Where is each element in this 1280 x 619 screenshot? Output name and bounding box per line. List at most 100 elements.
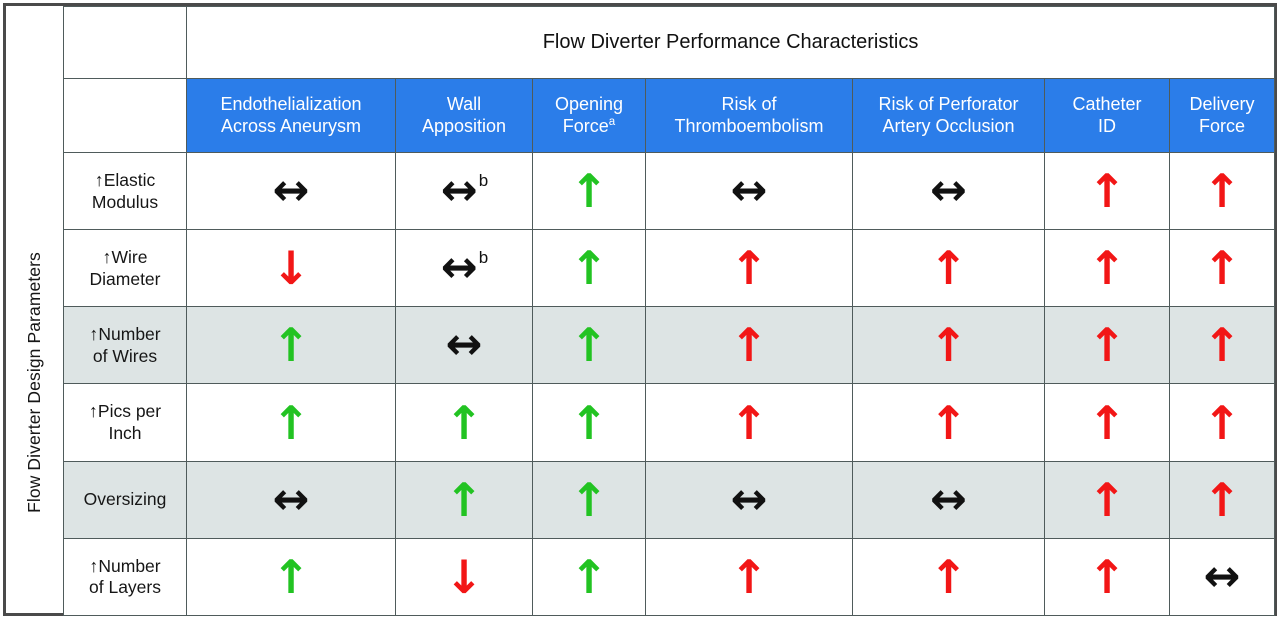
matrix-cell-r3-c5[interactable]: ↑ — [852, 306, 1045, 385]
matrix-cell-r3-c3[interactable]: ↑ — [532, 306, 646, 385]
arrow-up-icon: ↑ — [271, 395, 311, 450]
arrow-up-icon: ↑ — [569, 164, 609, 219]
arrow-up-icon: ↑ — [1087, 395, 1127, 450]
matrix-cell-r1-c5[interactable]: ↔ — [852, 151, 1045, 231]
matrix-cell-r6-c6[interactable]: ↑ — [1044, 537, 1170, 617]
arrow-up-icon: ↑ — [729, 549, 769, 604]
arrow-both-icon: ↔ — [930, 165, 967, 217]
arrow-up-icon: ↑ — [444, 395, 484, 450]
matrix-cell-r6-c7[interactable]: ↔ — [1168, 537, 1276, 617]
matrix-cell-r3-c7[interactable]: ↑ — [1168, 306, 1276, 385]
arrow-both-icon: ↔ — [272, 165, 310, 217]
matrix-cell-r1-c4[interactable]: ↔ — [645, 151, 853, 231]
matrix-cell-r2-c5[interactable]: ↑ — [852, 229, 1045, 308]
increase-arrow-icon: ↑ — [102, 247, 112, 268]
matrix-cell-r5-c1[interactable]: ↔ — [186, 460, 396, 539]
matrix-cell-r2-c4[interactable]: ↑ — [645, 229, 853, 308]
matrix-cell-r3-c1[interactable]: ↑ — [186, 306, 396, 385]
row-header-line1: ↑Pics per — [64, 400, 186, 423]
matrix-cell-r4-c2[interactable]: ↑ — [395, 383, 533, 462]
arrow-up-icon: ↑ — [569, 395, 609, 450]
corner-blank — [63, 6, 187, 79]
column-header-line2: Apposition — [396, 116, 532, 138]
matrix-cell-r4-c1[interactable]: ↑ — [186, 383, 396, 462]
column-header-line2: Force — [1170, 116, 1274, 138]
table-row: Oversizing↔↑↑↔↔↑↑ — [63, 460, 1276, 539]
column-header-line2-text: Thromboembolism — [674, 115, 824, 136]
matrix-cell-r2-c7[interactable]: ↑ — [1168, 229, 1276, 308]
row-header-line2: of Wires — [92, 345, 158, 366]
row-header-line1: ↑Elastic — [64, 169, 186, 192]
matrix-cell-r1-c7[interactable]: ↑ — [1168, 151, 1276, 231]
arrow-up-icon: ↑ — [271, 549, 311, 604]
arrow-up-icon: ↑ — [1087, 318, 1127, 373]
matrix-cell-r1-c1[interactable]: ↔ — [186, 151, 396, 231]
row-header-line2: Modulus — [91, 191, 159, 212]
matrix-cell-r6-c3[interactable]: ↑ — [532, 537, 646, 617]
arrow-up-icon: ↑ — [1087, 164, 1127, 219]
column-header-line2-text: Across Aneurysm — [220, 115, 362, 136]
column-header-line2: Artery Occlusion — [853, 116, 1044, 138]
row-axis-label-text: Flow Diverter Design Parameters — [24, 251, 45, 513]
matrix-cell-r6-c1[interactable]: ↑ — [186, 537, 396, 617]
matrix-cell-r4-c5[interactable]: ↑ — [852, 383, 1045, 462]
row-header-line1-text: Number — [98, 555, 161, 576]
column-header-line1: Delivery — [1189, 93, 1255, 114]
matrix-cell-r1-c6[interactable]: ↑ — [1044, 151, 1170, 231]
matrix-cell-r4-c4[interactable]: ↑ — [645, 383, 853, 462]
matrix-cell-r5-c3[interactable]: ↑ — [532, 460, 646, 539]
matrix-cell-r5-c4[interactable]: ↔ — [645, 460, 853, 539]
matrix-cell-r5-c5[interactable]: ↔ — [852, 460, 1045, 539]
matrix-cell-r3-c4[interactable]: ↑ — [645, 306, 853, 385]
matrix-cell-r1-c2[interactable]: ↔b — [395, 151, 533, 231]
row-axis-label: Flow Diverter Design Parameters — [6, 148, 63, 616]
row-header-line1-text: Pics per — [97, 401, 162, 422]
matrix-cell-r2-c1[interactable]: ↓ — [186, 229, 396, 308]
matrix-cell-r4-c7[interactable]: ↑ — [1168, 383, 1276, 462]
matrix-cell-r6-c4[interactable]: ↑ — [645, 537, 853, 617]
arrow-up-icon: ↑ — [569, 318, 609, 373]
arrow-both-icon: ↔ — [440, 165, 478, 217]
matrix-cell-r2-c6[interactable]: ↑ — [1044, 229, 1170, 308]
arrow-up-icon: ↑ — [444, 472, 484, 527]
column-header-line2: Thromboembolism — [646, 116, 852, 138]
matrix-cell-r5-c6[interactable]: ↑ — [1044, 460, 1170, 539]
column-header-line2-text: Artery Occlusion — [882, 115, 1015, 136]
matrix-cell-r4-c3[interactable]: ↑ — [532, 383, 646, 462]
arrow-up-icon: ↑ — [729, 395, 769, 450]
arrow-both-icon: ↔ — [1203, 550, 1241, 602]
matrix-cell-r3-c6[interactable]: ↑ — [1044, 306, 1170, 385]
increase-arrow-icon: ↑ — [94, 169, 104, 190]
matrix-cell-r4-c6[interactable]: ↑ — [1044, 383, 1170, 462]
matrix-cell-r5-c2[interactable]: ↑ — [395, 460, 533, 539]
matrix-cell-r6-c2[interactable]: ↓ — [395, 537, 533, 617]
column-header-line1: Risk of Perforator — [878, 93, 1019, 114]
column-header-line2-text: Apposition — [421, 115, 507, 136]
matrix-cell-r2-c3[interactable]: ↑ — [532, 229, 646, 308]
matrix-cell-r2-c2[interactable]: ↔b — [395, 229, 533, 308]
matrix-cell-r5-c7[interactable]: ↑ — [1168, 460, 1276, 539]
row-header-line2: Inch — [108, 423, 142, 444]
matrix-cell-r1-c3[interactable]: ↑ — [532, 151, 646, 231]
row-header-5[interactable]: Oversizing — [63, 460, 187, 539]
matrix-cell-r3-c2[interactable]: ↔ — [395, 306, 533, 385]
arrow-both-icon: ↔ — [440, 242, 478, 294]
matrix-cell-r6-c5[interactable]: ↑ — [852, 537, 1045, 617]
arrow-up-icon: ↑ — [1202, 164, 1242, 219]
arrow-up-icon: ↑ — [1202, 472, 1242, 527]
